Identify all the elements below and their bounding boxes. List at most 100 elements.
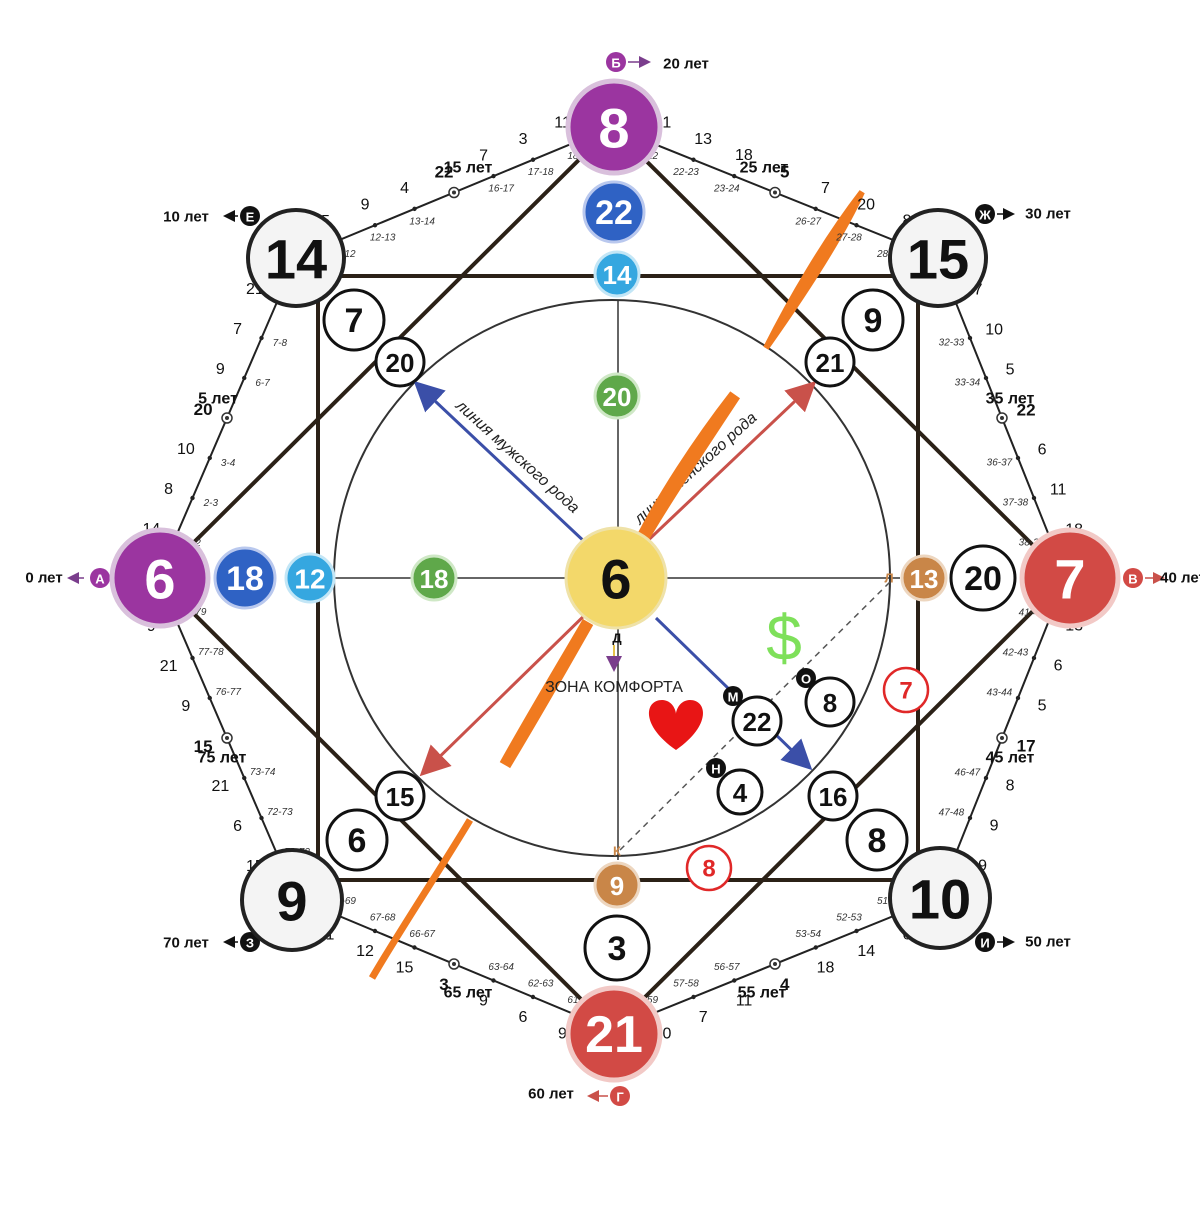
node-right-13-circle (900, 554, 948, 602)
letter-e-text: Е (246, 210, 255, 225)
tick-range: 36-37 (987, 458, 1013, 469)
age-e: 10 лет (163, 209, 209, 226)
tick-range: 3-4 (221, 458, 236, 469)
tick-range: 77-78 (198, 647, 224, 658)
tick-value: 4 (400, 180, 409, 197)
node-left-12: 12 (284, 552, 336, 604)
letter-a-text: А (95, 572, 105, 587)
age-label-65: 65 лет (444, 985, 493, 1002)
tick-range: 73-74 (250, 767, 276, 778)
orange-leaf-center-lower (499, 618, 594, 769)
node-top-22-circle (582, 180, 646, 244)
node-br-16-circle (807, 770, 859, 822)
tick-value: 10 (177, 441, 195, 458)
tick-value: 18 (817, 959, 835, 976)
male-line-arrow (413, 380, 590, 547)
age-i: 50 лет (1025, 934, 1071, 951)
letter-o-text: О (801, 672, 811, 687)
tick-value: 3 (439, 975, 448, 994)
node-right-13: 13 (900, 554, 948, 602)
tick-value: 5 (1038, 698, 1047, 715)
letter-z-circle (240, 932, 260, 952)
tick-value: 13 (694, 131, 712, 148)
node-left-12-value: 12 (294, 564, 325, 595)
letter-b: Б (606, 52, 626, 72)
tick-value: 9 (216, 361, 225, 378)
node-left-green-18-circle (410, 554, 458, 602)
age-zh: 30 лет (1025, 206, 1071, 223)
male-line-label: линия мужского рода (452, 397, 583, 517)
tick-dot (813, 206, 818, 212)
tick-range: 67-68 (370, 913, 396, 924)
node-tr-9: 9 (841, 288, 905, 352)
letter-n-text: Н (711, 762, 720, 777)
letter-z: З (240, 932, 260, 952)
letter-k: К (613, 844, 621, 859)
tick-value: 22 (1017, 400, 1036, 419)
tick-dot (259, 335, 264, 341)
node-right-20-value: 20 (964, 560, 1002, 598)
tick-dot (691, 157, 696, 162)
tick-value: 17 (1017, 737, 1036, 756)
node-red-7: 7 (882, 666, 930, 714)
tick-value: 8 (164, 481, 173, 498)
tick-range: 46-47 (955, 767, 981, 778)
node-a-value: 6 (144, 548, 175, 611)
tick-value: 4 (780, 975, 790, 994)
tick-range: 43-44 (987, 687, 1013, 698)
letter-m: М (723, 686, 743, 706)
node-e: 14 (246, 208, 346, 308)
age-marker-dot (452, 190, 456, 195)
letter-i-circle (975, 932, 995, 952)
tick-dot (530, 157, 536, 162)
tick-value: 8 (1006, 778, 1015, 795)
tick-range: 37-38 (1003, 498, 1029, 509)
node-z-circle (240, 848, 344, 952)
node-n-4-circle (716, 768, 764, 816)
tick-range: 76-77 (215, 687, 241, 698)
age-label-45: 45 лет (986, 750, 1035, 767)
node-m-22: 22 (731, 695, 783, 747)
tick-range: 72-73 (267, 807, 293, 818)
node-right-13-value: 13 (910, 564, 939, 594)
tick-value: 14 (857, 943, 875, 960)
age-label-15: 15 лет (444, 160, 493, 177)
tick-value: 6 (1038, 441, 1047, 458)
tick-dot (983, 375, 989, 381)
letter-g: Г (610, 1086, 630, 1106)
node-red-8-value: 8 (702, 856, 715, 883)
letter-o: О (796, 668, 816, 688)
tick-value: 11 (1050, 481, 1067, 498)
node-tl-20-circle (374, 336, 426, 388)
letter-v-circle (1123, 568, 1143, 588)
tick-value: 9 (479, 992, 488, 1009)
tick-range: 57-58 (673, 979, 699, 990)
heart-icon (648, 700, 704, 750)
tick-dot (967, 815, 973, 821)
age-marker-dot (452, 962, 456, 966)
tick-range: 56-57 (714, 962, 740, 973)
letter-zh: Ж (975, 204, 995, 224)
letter-n: Н (706, 758, 726, 778)
tick-value: 20 (857, 196, 875, 213)
letter-z-text: З (246, 936, 254, 951)
tick-dot (983, 775, 989, 781)
tick-value: 7 (699, 1009, 708, 1026)
age-label-25: 25 лет (740, 160, 789, 177)
node-left-12-circle (284, 552, 336, 604)
tick-range: 27-28 (835, 233, 862, 244)
comfort-zone-label: ЗОНА КОМФОРТА (545, 679, 683, 696)
tick-dot (691, 994, 696, 1000)
node-zh-circle (888, 208, 988, 308)
tick-range: 2-3 (203, 498, 219, 509)
node-g-value: 21 (585, 1006, 643, 1064)
node-br-16-value: 16 (819, 782, 848, 812)
age-a: 0 лет (25, 570, 62, 587)
node-tr-21-value: 21 (816, 348, 845, 378)
female-line-arrow (638, 380, 817, 550)
tick-dot (412, 945, 417, 950)
node-v: 7 (1019, 527, 1121, 629)
node-br-8: 8 (845, 808, 909, 872)
tick-range: 47-48 (939, 807, 965, 818)
